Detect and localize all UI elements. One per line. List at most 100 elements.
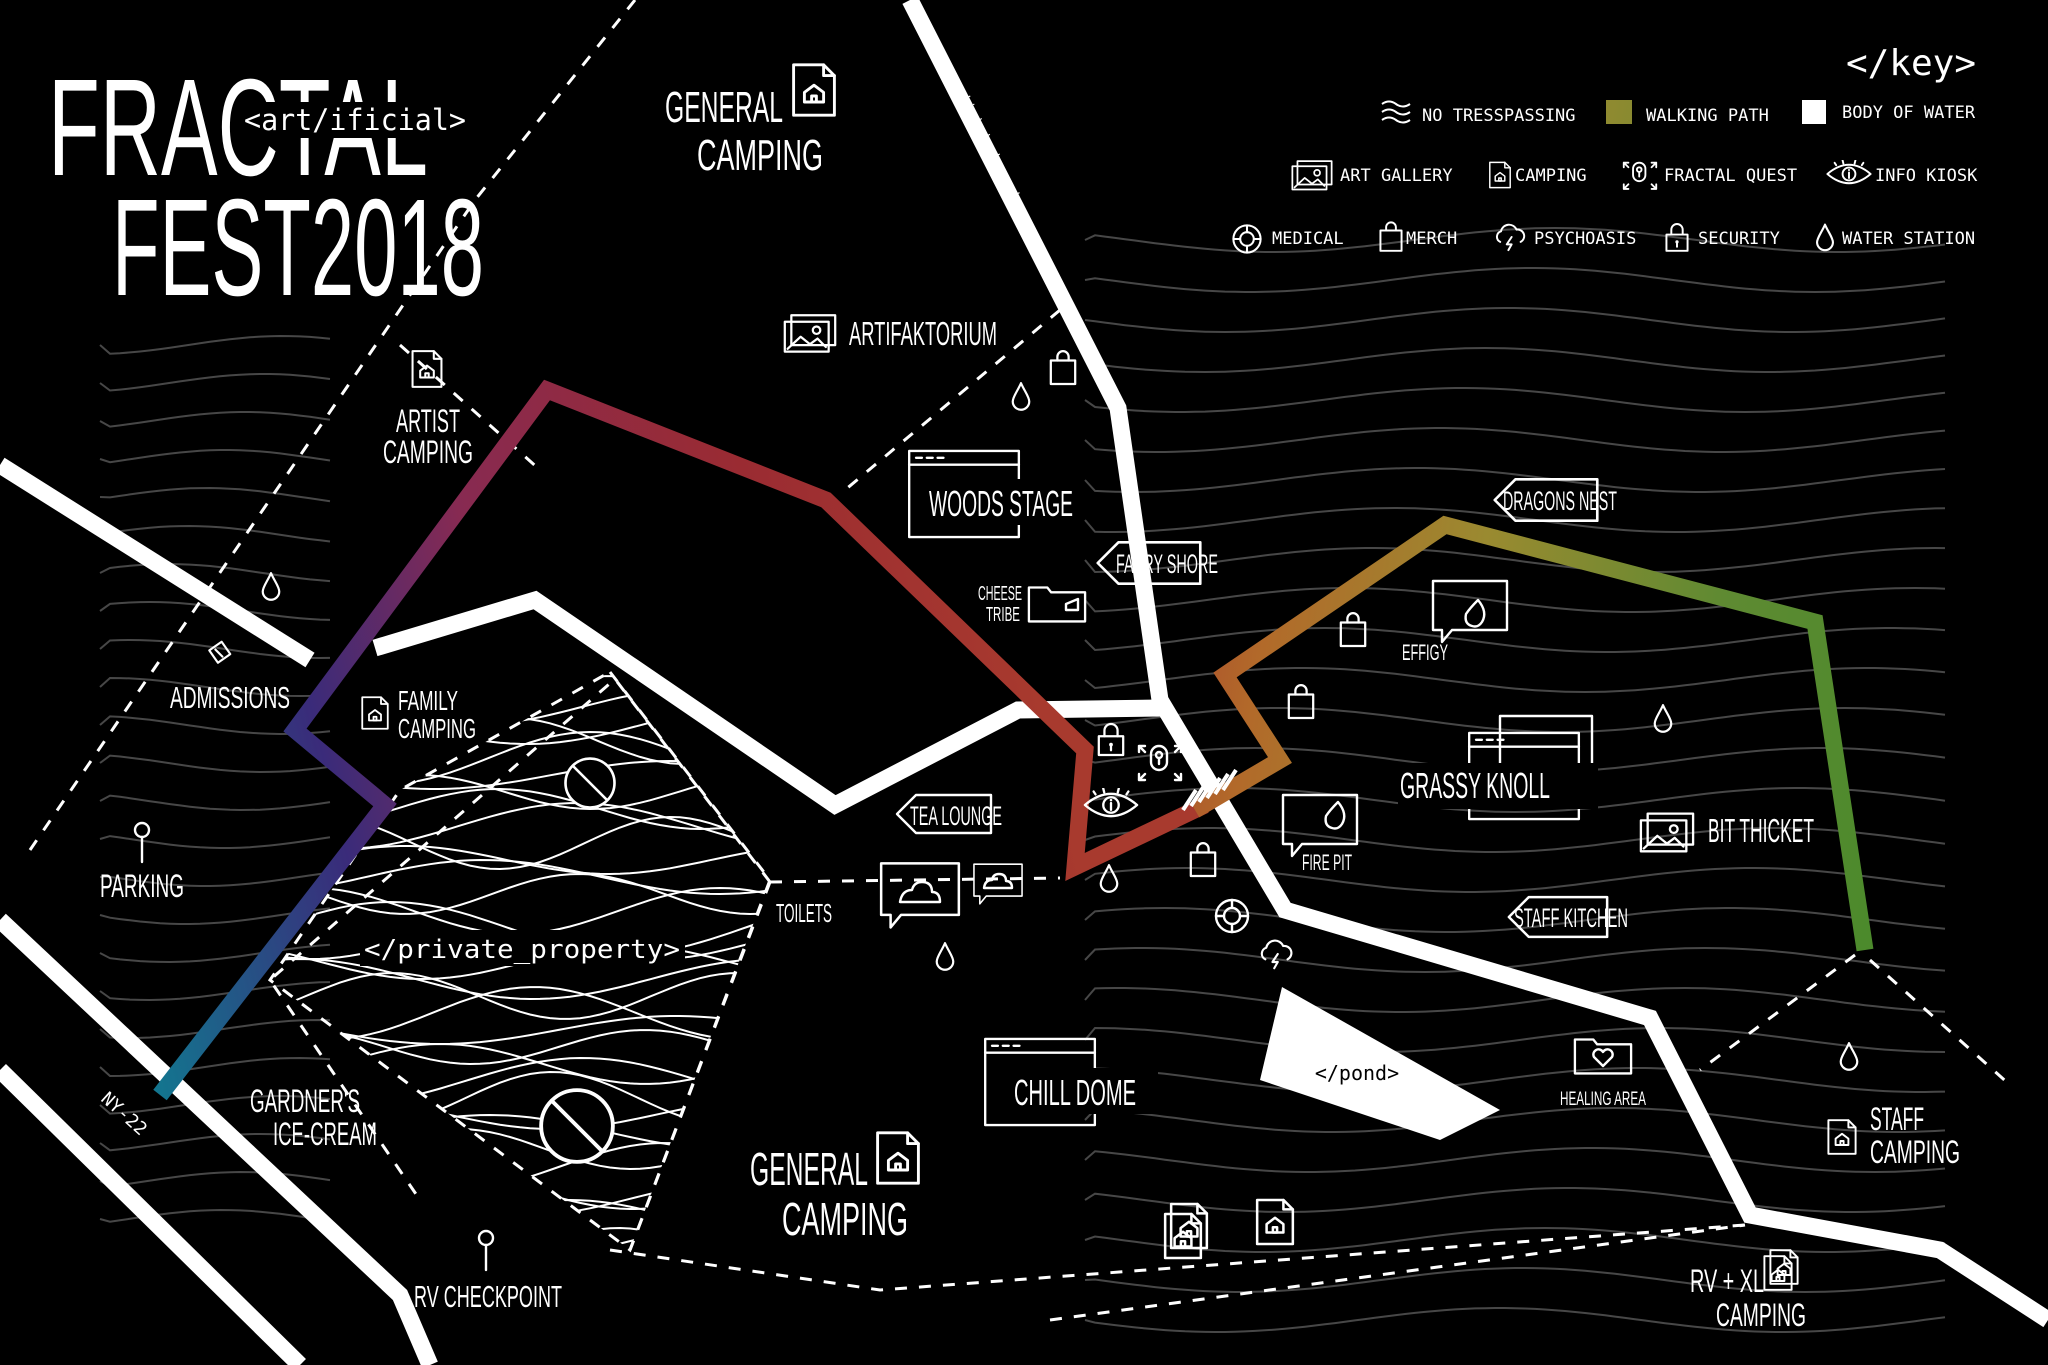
staff-camping-line2: CAMPING: [1870, 1134, 1960, 1170]
general-camping-north-line2: CAMPING: [697, 131, 823, 180]
parking-label: PARKING: [100, 868, 184, 904]
admissions-label: ADMISSIONS: [170, 680, 290, 715]
merch-icon[interactable]: [1049, 349, 1077, 386]
psychoasis-icon[interactable]: [1260, 939, 1293, 970]
fire-pit-icon: [1281, 793, 1359, 858]
bit-thicket-label: BIT THICKET: [1708, 812, 1814, 849]
key-label-fractal-quest: FRACTAL QUEST: [1664, 166, 1797, 186]
rv-xl-camping-line2: CAMPING: [1716, 1297, 1806, 1333]
location-fire-pit[interactable]: FIRE PIT: [1281, 793, 1359, 875]
location-parking[interactable]: PARKING: [100, 821, 184, 904]
camping-icon: [876, 1131, 920, 1185]
fire-pit-label: FIRE PIT: [1302, 850, 1352, 875]
location-effigy[interactable]: EFFIGY: [1402, 579, 1509, 665]
camping-icon: [1489, 161, 1511, 189]
flame-icon: [1464, 598, 1486, 628]
water-station-icon[interactable]: [1653, 704, 1673, 733]
title-line-2: FEST2018: [112, 171, 484, 325]
merch-icon[interactable]: [1287, 683, 1315, 720]
crosswalk: [1181, 768, 1238, 812]
location-general-camping-north[interactable]: GENERAL CAMPING: [665, 63, 836, 180]
info-kiosk-icon: [1826, 160, 1872, 185]
dragons-nest-label: DRAGONS NEST: [1503, 486, 1617, 516]
location-rv-checkpoint[interactable]: RV CHECKPOINT: [414, 1229, 562, 1314]
cheese-tribe-line1: CHEESE: [978, 583, 1022, 605]
cheese-icon: [1027, 586, 1087, 623]
location-faery-shore[interactable]: FAERY SHORE: [1096, 540, 1218, 586]
location-toilets[interactable]: TOILETS: [776, 862, 1023, 929]
cheese-tribe-line2: TRIBE: [986, 604, 1020, 626]
toilet-chat-icon: [879, 862, 961, 929]
camping-icon[interactable]: [1255, 1198, 1295, 1246]
key-label-art-gallery: ART GALLERY: [1340, 166, 1453, 186]
title-subtitle: <art/ificial>: [244, 103, 466, 137]
family-camping-line1: FAMILY: [398, 685, 458, 716]
location-cheese-tribe[interactable]: CHEESE TRIBE: [978, 583, 1087, 626]
rv-checkpoint-label: RV CHECKPOINT: [414, 1279, 562, 1314]
key-label-merch: MERCH: [1406, 229, 1457, 249]
toilets-label: TOILETS: [776, 898, 832, 928]
map-key: </key> NO TRESSPASSING WALKING PATH BODY…: [1232, 43, 1978, 254]
pin-icon: [133, 821, 151, 864]
location-private-property: </private_property>: [360, 757, 685, 1164]
location-woods-stage[interactable]: WOODS STAGE: [908, 449, 1080, 539]
medical-icon[interactable]: [1214, 898, 1250, 934]
cheese-wedge-icon: [1064, 597, 1080, 612]
location-healing-area[interactable]: HEALING AREA: [1560, 1038, 1646, 1111]
location-admissions[interactable]: ADMISSIONS: [170, 638, 290, 715]
location-chill-dome[interactable]: CHILL DOME: [984, 1037, 1158, 1127]
general-camping-north-line1: GENERAL: [665, 83, 783, 132]
water-station-icon[interactable]: [1099, 864, 1119, 893]
pond-label: </pond>: [1315, 1061, 1399, 1085]
location-bit-thicket[interactable]: BIT THICKET: [1639, 812, 1814, 853]
pin-icon: [477, 1229, 495, 1272]
creek-label: <kinderhook_creek>: [955, 87, 1027, 209]
tea-lounge-label: TEA LOUNGE: [910, 801, 1002, 831]
effigy-icon: [1431, 579, 1509, 644]
general-camping-south-line1: GENERAL: [750, 1143, 868, 1195]
location-artist-camping[interactable]: ARTIST CAMPING: [383, 350, 473, 470]
artist-camping-line2: CAMPING: [383, 434, 473, 470]
merch-icon[interactable]: [1189, 841, 1217, 878]
rv-xl-camping-line1: RV + XL: [1690, 1263, 1764, 1299]
family-camping-line2: CAMPING: [398, 713, 476, 744]
fractal-quest-icon[interactable]: [1137, 744, 1183, 782]
woods-stage-label: WOODS STAGE: [929, 483, 1073, 524]
security-icon[interactable]: [1097, 722, 1125, 757]
location-tea-lounge[interactable]: TEA LOUNGE: [895, 793, 1002, 835]
location-staff-kitchen[interactable]: STAFF KITCHEN: [1507, 895, 1628, 939]
location-staff-camping[interactable]: STAFF CAMPING: [1827, 1101, 1960, 1170]
location-gardners-ice-cream[interactable]: GARDNER'S ICE-CREAM: [250, 1083, 377, 1152]
pond[interactable]: </pond>: [1260, 987, 1500, 1140]
toilet-chat-icon: [973, 863, 1023, 905]
location-grassy-knoll[interactable]: GRASSY KNOLL: [1398, 714, 1598, 821]
road-label-ny22: NY-22: [97, 1088, 151, 1140]
walking-path: [153, 379, 1874, 1101]
location-general-camping-south[interactable]: GENERAL CAMPING: [750, 1131, 920, 1245]
staff-camping-line1: STAFF: [1870, 1101, 1924, 1137]
location-rv-xl-camping[interactable]: RV + XL CAMPING: [1690, 1249, 1806, 1333]
location-family-camping[interactable]: FAMILY CAMPING: [361, 685, 476, 744]
fractal-quest-icon: [1622, 161, 1658, 190]
info-kiosk-icon[interactable]: [1083, 788, 1139, 818]
water-station-icon[interactable]: [1011, 382, 1031, 411]
art-gallery-icon: [1639, 812, 1695, 853]
merch-icon: [1379, 221, 1403, 252]
faery-shore-label: FAERY SHORE: [1116, 549, 1218, 579]
camping-icon: [411, 350, 443, 388]
no-entry-icon: [564, 757, 616, 809]
poop-icon: [982, 872, 1014, 890]
no-trespassing-zone: [99, 226, 1946, 1333]
grassy-knoll-label: GRASSY KNOLL: [1400, 765, 1550, 806]
location-artifaktorium[interactable]: ARTIFAKTORIUM: [783, 314, 997, 353]
art-gallery-icon: [1291, 160, 1333, 191]
water-station-icon[interactable]: [261, 572, 281, 601]
location-dragons-nest[interactable]: DRAGONS NEST: [1493, 477, 1617, 523]
water-station-icon[interactable]: [935, 942, 955, 971]
art-gallery-icon: [783, 314, 837, 353]
no-trespassing-icon: [1381, 100, 1411, 124]
poop-icon: [898, 880, 942, 904]
chill-dome-label: CHILL DOME: [1014, 1072, 1136, 1113]
key-label-camping: CAMPING: [1515, 166, 1587, 186]
